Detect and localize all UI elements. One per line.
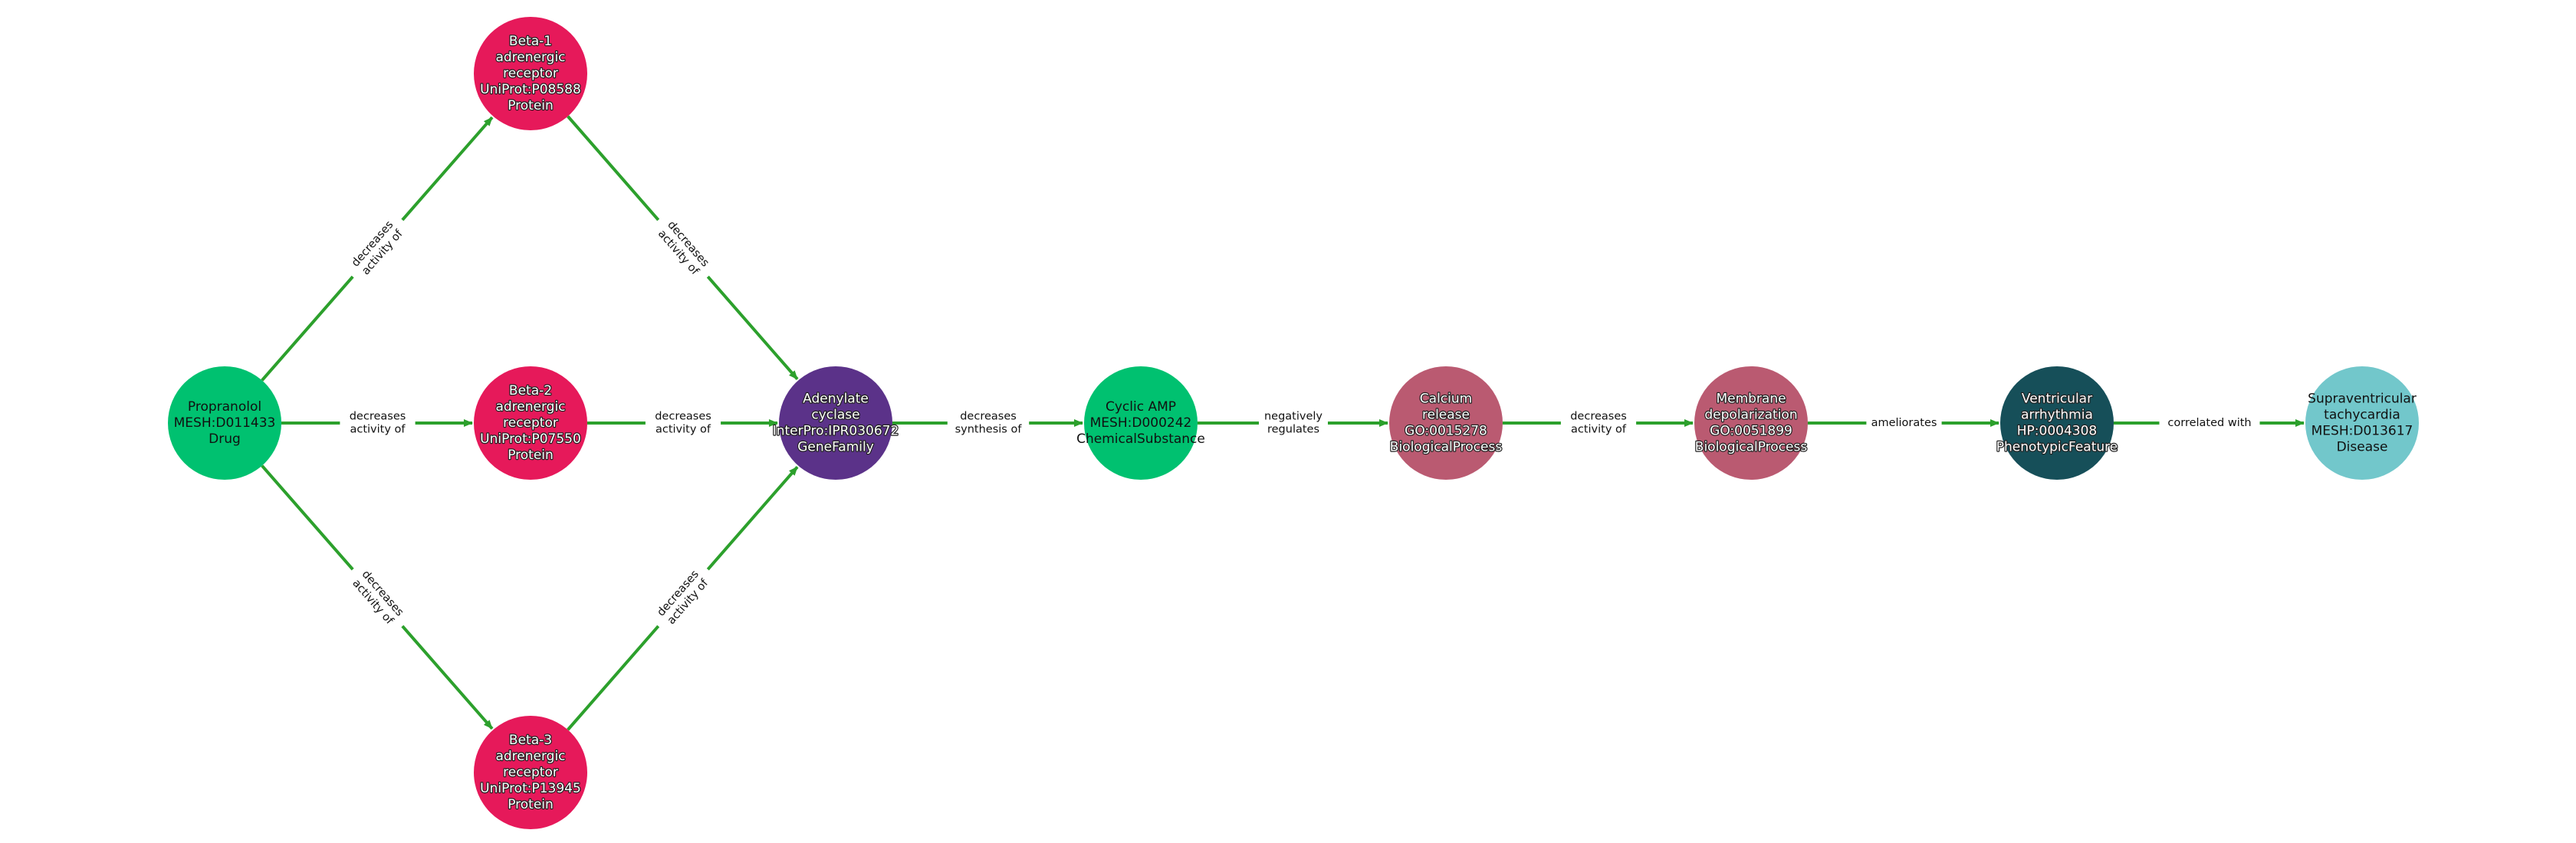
nodes-layer: PropranololMESH:D011433DrugBeta-1adrener… xyxy=(168,17,2419,829)
edge-label-text: activity of xyxy=(350,424,406,436)
node-label-text: depolarization xyxy=(1704,408,1797,423)
edge-label-background xyxy=(2159,415,2260,431)
node-circle[interactable] xyxy=(1084,366,1198,480)
edge-label-text: activity of xyxy=(1571,424,1627,436)
edge-label-text: negatively xyxy=(1264,411,1322,423)
node-label-text: release xyxy=(1422,408,1470,423)
edge-label-text: decreases xyxy=(1570,411,1627,423)
node-label-text: tachycardia xyxy=(2324,408,2400,423)
node-label-text: Disease xyxy=(2337,440,2388,455)
node-circle[interactable] xyxy=(779,366,892,480)
node-label-text: Beta-3 xyxy=(509,733,552,748)
edge-label-e10: ameliorates xyxy=(1866,415,1942,431)
node-label-text: Protein xyxy=(508,797,554,812)
node-label-text: MESH:D000242 xyxy=(1090,415,1192,431)
node-circle[interactable] xyxy=(474,17,587,130)
edge-label-text: synthesis of xyxy=(955,424,1023,436)
edge-label-text: activity of xyxy=(656,424,711,436)
edge-label-background xyxy=(341,559,414,636)
edge-label-text: regulates xyxy=(1267,424,1319,436)
node-label-text: Membrane xyxy=(1716,392,1786,407)
edge-label-text: decreases xyxy=(960,411,1017,423)
node-label-text: BiologicalProcess xyxy=(1390,440,1503,455)
edge-label-text: decreases xyxy=(350,411,406,423)
node-label-text: receptor xyxy=(503,66,558,81)
node-label-text: UniProt:P07550 xyxy=(480,431,581,447)
node-circle[interactable] xyxy=(1389,366,1503,480)
edge-label-background xyxy=(1560,408,1637,438)
edge-label-background xyxy=(340,408,416,438)
edge-label-background xyxy=(341,210,414,287)
edge-label-background xyxy=(647,210,719,287)
node-beta2[interactable]: Beta-2adrenergicreceptorUniProt:P07550Pr… xyxy=(474,366,587,480)
node-label-text: cyclase xyxy=(811,408,859,423)
node-circle[interactable] xyxy=(474,366,587,480)
node-label-text: Supraventricular xyxy=(2308,392,2417,407)
node-adenylate[interactable]: AdenylatecyclaseInterPro:IPR030672GeneFa… xyxy=(772,366,899,480)
edge-label-background xyxy=(1866,415,1942,431)
node-label-text: receptor xyxy=(503,415,558,431)
node-label-text: Propranolol xyxy=(188,399,261,415)
node-label-text: Protein xyxy=(508,98,554,113)
node-label-text: Beta-2 xyxy=(509,383,552,399)
node-label-text: Adenylate xyxy=(803,392,869,407)
node-membrane[interactable]: MembranedepolarizationGO:0051899Biologic… xyxy=(1694,366,1809,480)
node-circle[interactable] xyxy=(2000,366,2114,480)
edge-label-text: decreases xyxy=(655,411,711,423)
node-label-text: Protein xyxy=(508,448,554,463)
node-label-text: MESH:D013617 xyxy=(2312,424,2413,439)
node-circle[interactable] xyxy=(474,716,587,829)
node-label-text: adrenergic xyxy=(495,399,565,415)
node-label-text: GeneFamily xyxy=(797,440,874,455)
node-circle[interactable] xyxy=(168,366,281,480)
node-label-text: Beta-1 xyxy=(509,34,552,49)
node-label-text: Cyclic AMP xyxy=(1106,399,1176,415)
node-label-text: MESH:D011433 xyxy=(174,415,276,431)
node-svt[interactable]: SupraventriculartachycardiaMESH:D013617D… xyxy=(2305,366,2419,480)
edge-label-background xyxy=(645,408,721,438)
node-calcium[interactable]: CalciumreleaseGO:0015278BiologicalProces… xyxy=(1389,366,1503,480)
node-label-text: Drug xyxy=(209,431,241,447)
node-arrhythmia[interactable]: VentriculararrhythmiaHP:0004308Phenotypi… xyxy=(1996,366,2118,480)
edge-label-text: correlated with xyxy=(2167,417,2251,429)
node-label-text: HP:0004308 xyxy=(2017,424,2097,439)
node-label-text: PhenotypicFeature xyxy=(1996,440,2118,455)
node-label-text: receptor xyxy=(503,765,558,780)
node-label-text: adrenergic xyxy=(495,749,565,764)
node-circle[interactable] xyxy=(1694,366,1808,480)
node-label-text: Calcium xyxy=(1420,392,1472,407)
node-label-text: GO:0015278 xyxy=(1405,424,1487,439)
node-label-text: Ventricular xyxy=(2022,392,2092,407)
node-label-text: BiologicalProcess xyxy=(1695,440,1808,455)
node-label-text: arrhythmia xyxy=(2021,408,2093,423)
node-label-text: ChemicalSubstance xyxy=(1076,431,1205,447)
node-label-text: UniProt:P08588 xyxy=(480,82,581,97)
node-label-text: GO:0051899 xyxy=(1710,424,1792,439)
node-beta1[interactable]: Beta-1adrenergicreceptorUniProt:P08588Pr… xyxy=(474,17,587,130)
edge-label-background xyxy=(947,408,1030,438)
node-circle[interactable] xyxy=(2305,366,2419,480)
edge-label-text: ameliorates xyxy=(1871,417,1937,429)
node-label-text: UniProt:P13945 xyxy=(480,781,581,796)
edge-label-background xyxy=(647,559,719,636)
node-label-text: InterPro:IPR030672 xyxy=(773,424,899,439)
node-beta3[interactable]: Beta-3adrenergicreceptorUniProt:P13945Pr… xyxy=(474,716,587,829)
edge-label-background xyxy=(1259,408,1328,438)
node-label-text: adrenergic xyxy=(495,50,565,65)
edge-label-e11: correlated with xyxy=(2159,415,2260,431)
